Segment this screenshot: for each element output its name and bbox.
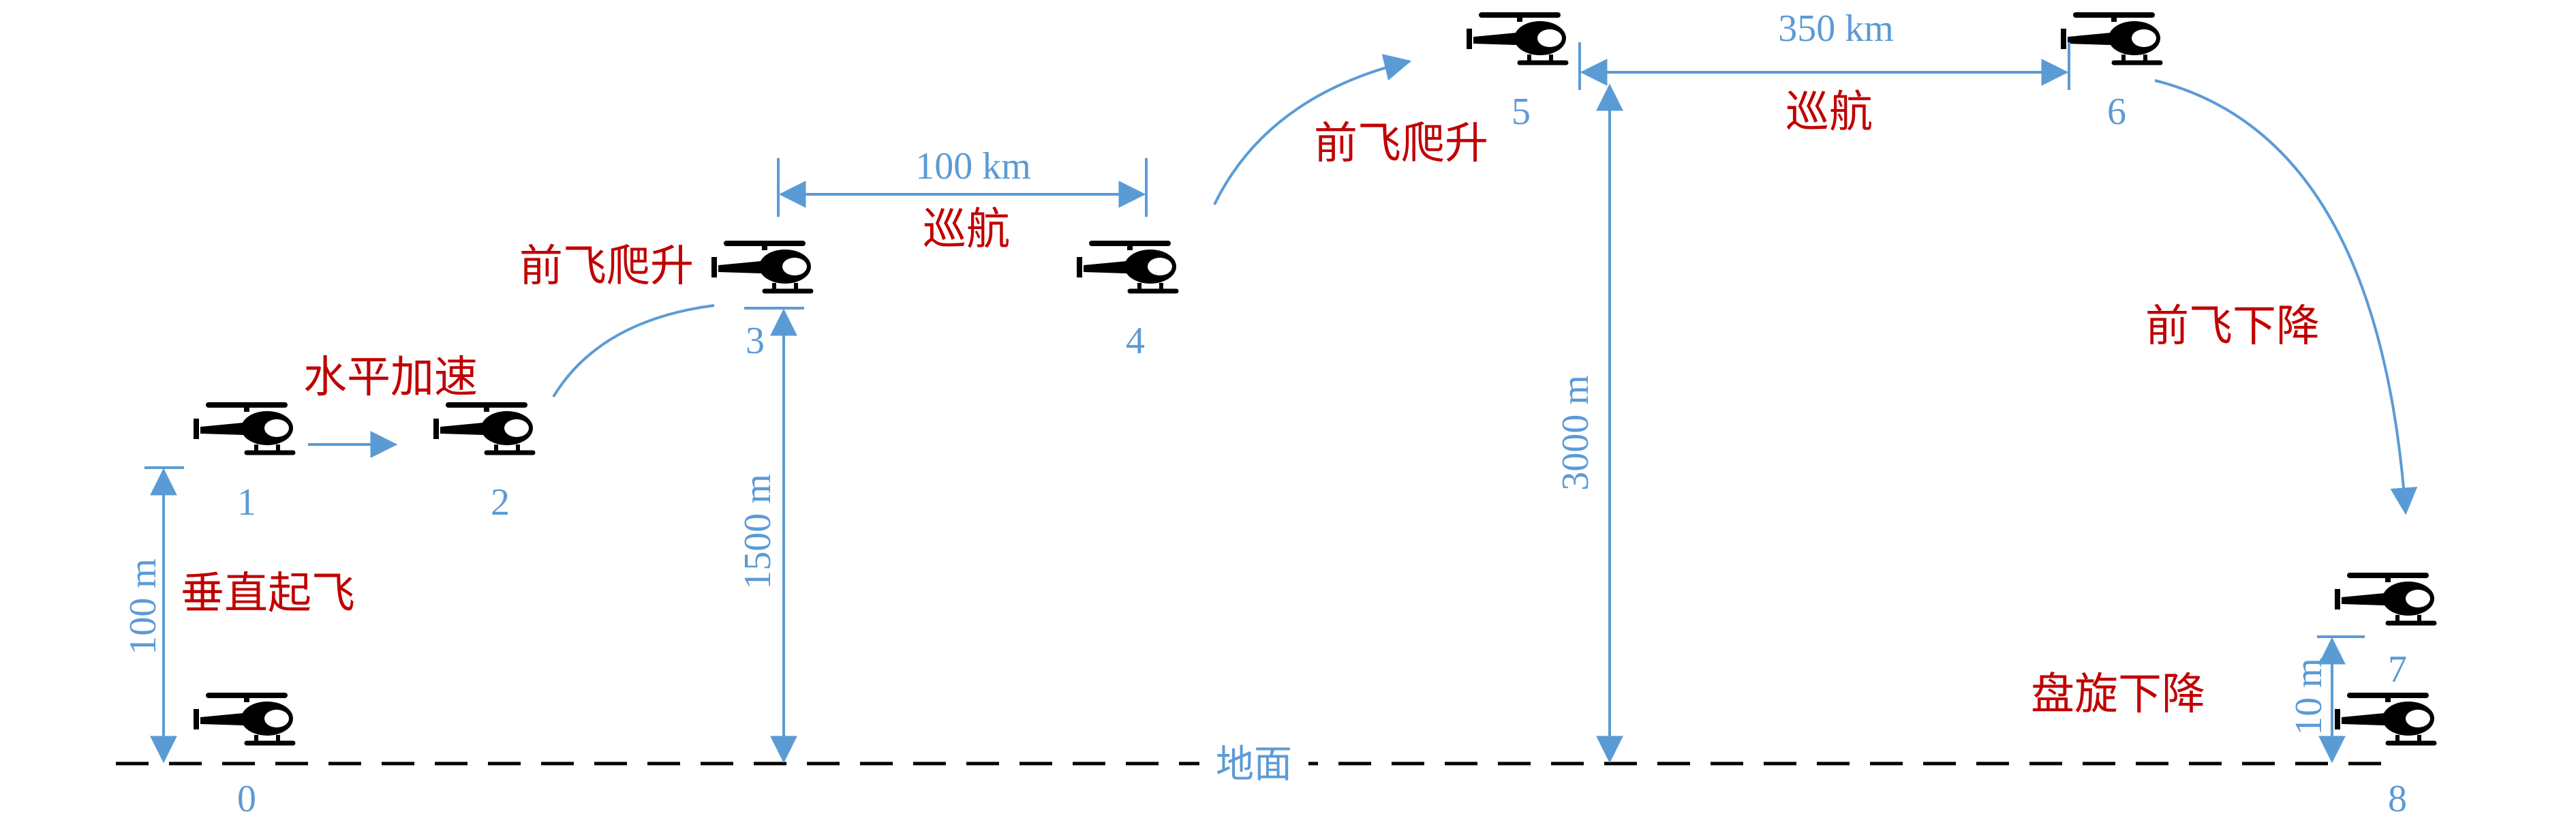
phase-climb-1: 前飞爬升 <box>519 241 694 292</box>
height-3-label: 1500 m <box>737 474 779 590</box>
point-label-1: 1 <box>237 481 256 524</box>
point-label-8: 8 <box>2388 778 2407 820</box>
phase-hover-descent: 盘旋下降 <box>2031 669 2205 720</box>
descent-curve <box>2154 79 2418 515</box>
phase-cruise-1: 巡航 <box>923 205 1010 255</box>
climb-curve-2 <box>1213 54 1412 205</box>
helicopter-icon <box>2337 695 2434 743</box>
phase-cruise-2: 巡航 <box>1785 87 1873 138</box>
point-label-7: 7 <box>2388 648 2407 691</box>
helicopter-icon <box>2337 575 2434 623</box>
helicopter-icon <box>196 405 293 453</box>
height-5-label: 3000 m <box>1554 375 1597 491</box>
cruise-2-distance-label: 350 km <box>1778 7 1894 50</box>
phase-horizontal-accel: 水平加速 <box>303 352 478 403</box>
hover-height-label: 10 m <box>2288 658 2330 736</box>
helicopter-icon <box>1469 15 1566 63</box>
ground-label: 地面 <box>1216 744 1292 786</box>
helicopter-icon <box>196 695 293 743</box>
point-label-3: 3 <box>746 320 765 362</box>
point-label-6: 6 <box>2107 91 2126 133</box>
takeoff-height-label: 100 m <box>122 558 164 655</box>
cruise-1-distance-label: 100 km <box>915 145 1031 187</box>
phase-descent: 前飞下降 <box>2145 301 2320 352</box>
point-label-2: 2 <box>491 481 510 524</box>
point-label-4: 4 <box>1126 320 1145 362</box>
phase-climb-2: 前飞爬升 <box>1314 119 1488 169</box>
helicopter-icon <box>436 405 533 453</box>
point-label-5: 5 <box>1512 91 1531 133</box>
climb-curve-1 <box>552 304 715 398</box>
helicopter-icon <box>1079 243 1176 291</box>
phase-vertical-takeoff: 垂直起飞 <box>181 569 355 619</box>
helicopter-icon <box>714 243 811 291</box>
point-label-0: 0 <box>237 778 256 820</box>
helicopter-icon <box>2064 15 2160 63</box>
